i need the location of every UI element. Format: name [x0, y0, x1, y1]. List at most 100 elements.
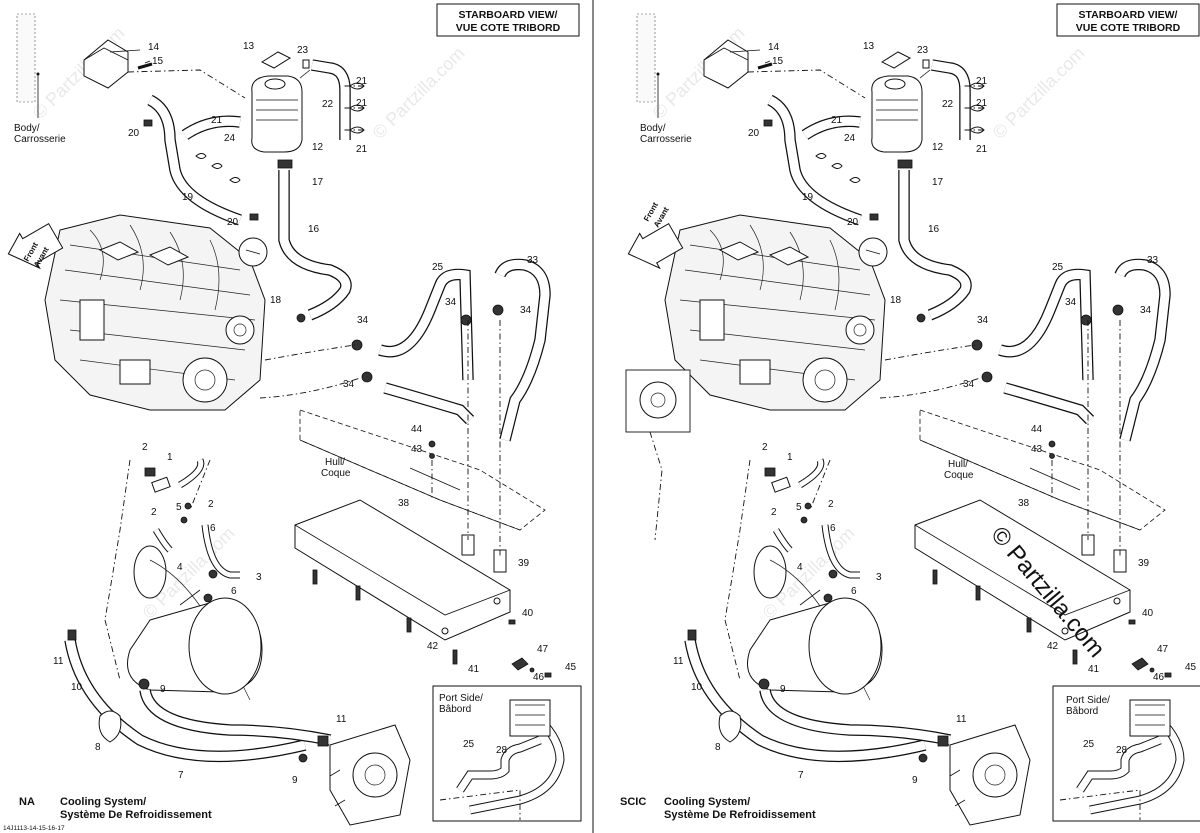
callout-4: 4	[797, 562, 803, 573]
callout-40: 40	[1142, 608, 1154, 619]
callout-45: 45	[565, 662, 577, 673]
callout-28: 28	[1116, 745, 1128, 756]
callout-18: 18	[890, 295, 902, 306]
callout-38: 38	[398, 498, 410, 509]
callout-21: 21	[356, 76, 368, 87]
callout-34: 34	[1065, 297, 1077, 308]
callout-6: 6	[851, 586, 857, 597]
callout-42: 42	[427, 641, 439, 652]
hull-label-2: Coque	[944, 470, 974, 481]
callout-10: 10	[691, 682, 703, 693]
callout-14: 14	[148, 42, 160, 53]
body-label-2: Carrosserie	[14, 134, 66, 145]
callout-34: 34	[977, 315, 989, 326]
callout-10: 10	[71, 682, 83, 693]
callout-2: 2	[208, 499, 214, 510]
callout-46: 46	[1153, 672, 1165, 683]
callout-34: 34	[963, 379, 975, 390]
callout-2: 2	[762, 442, 768, 453]
callout-28: 28	[496, 745, 508, 756]
title-line2: Système De Refroidissement	[60, 809, 212, 821]
callout-11: 11	[336, 714, 347, 725]
callout-11: 11	[53, 656, 64, 667]
body-label-1: Body/	[640, 123, 666, 134]
header-line2: VUE COTE TRIBORD	[1076, 22, 1181, 34]
panel-scic	[622, 0, 1200, 825]
callout-6: 6	[830, 523, 836, 534]
callout-1: 1	[167, 452, 173, 463]
callout-18: 18	[270, 295, 282, 306]
callout-25: 25	[1052, 262, 1064, 273]
callout-11: 11	[673, 656, 684, 667]
callout-12: 12	[932, 142, 944, 153]
callout-21: 21	[211, 115, 223, 126]
port-label-2: Bâbord	[1066, 706, 1098, 717]
callout-33: 33	[527, 255, 539, 266]
callout-7: 7	[798, 770, 804, 781]
panel-na	[2, 0, 581, 825]
callout-4: 4	[177, 562, 183, 573]
hull-label-2: Coque	[321, 468, 351, 479]
callout-9: 9	[912, 775, 918, 786]
body-label-1: Body/	[14, 123, 40, 134]
callout-5: 5	[176, 502, 182, 513]
callout-6: 6	[231, 586, 237, 597]
title-line2: Système De Refroidissement	[664, 809, 816, 821]
callout-21: 21	[831, 115, 843, 126]
title-line1: Cooling System/	[60, 796, 146, 808]
callout-17: 17	[312, 177, 324, 188]
callout-22: 22	[942, 99, 954, 110]
hull-label-1: Hull/	[325, 457, 345, 468]
callout-39: 39	[1138, 558, 1150, 569]
callout-41: 41	[1088, 664, 1100, 675]
callout-8: 8	[715, 742, 721, 753]
callout-41: 41	[468, 664, 480, 675]
callout-2: 2	[151, 507, 157, 518]
callout-33: 33	[1147, 255, 1159, 266]
callout-43: 43	[1031, 444, 1043, 455]
port-label-1: Port Side/	[439, 693, 483, 704]
callout-20: 20	[227, 217, 239, 228]
callout-19: 19	[182, 192, 194, 203]
callout-44: 44	[411, 424, 423, 435]
title-line1: Cooling System/	[664, 796, 750, 808]
callout-2: 2	[771, 507, 777, 518]
callout-20: 20	[128, 128, 140, 139]
callout-21: 21	[356, 144, 368, 155]
callout-22: 22	[322, 99, 334, 110]
body-label-2: Carrosserie	[640, 134, 692, 145]
header-line1: STARBOARD VIEW/	[459, 9, 558, 21]
callout-25: 25	[1083, 739, 1095, 750]
callout-23: 23	[297, 45, 309, 56]
callout-20: 20	[748, 128, 760, 139]
callout-19: 19	[802, 192, 814, 203]
variant-code: NA	[19, 796, 35, 808]
callout-6: 6	[210, 523, 216, 534]
callout-13: 13	[863, 41, 875, 52]
callout-38: 38	[1018, 498, 1030, 509]
callout-47: 47	[537, 644, 549, 655]
callout-44: 44	[1031, 424, 1043, 435]
callout-34: 34	[520, 305, 532, 316]
header-line1: STARBOARD VIEW/	[1079, 9, 1178, 21]
callout-15: 15	[772, 56, 784, 67]
callout-14: 14	[768, 42, 780, 53]
hull-label-1: Hull/	[948, 459, 968, 470]
callout-23: 23	[917, 45, 929, 56]
panel-scic-text: STARBOARD VIEW/ VUE COTE TRIBORD Body/ C…	[620, 9, 1181, 821]
callout-20: 20	[847, 217, 859, 228]
figure-code: 14J1113-14-15-16-17	[3, 825, 65, 832]
callout-16: 16	[928, 224, 940, 235]
callout-21: 21	[976, 144, 988, 155]
callout-13: 13	[243, 41, 255, 52]
callout-34: 34	[1140, 305, 1152, 316]
panel-na-text: STARBOARD VIEW/ VUE COTE TRIBORD Body/ C…	[3, 9, 561, 832]
callout-12: 12	[312, 142, 324, 153]
callout-9: 9	[292, 775, 298, 786]
callout-45: 45	[1185, 662, 1197, 673]
callout-7: 7	[178, 770, 184, 781]
callout-15: 15	[152, 56, 164, 67]
callout-25: 25	[463, 739, 475, 750]
